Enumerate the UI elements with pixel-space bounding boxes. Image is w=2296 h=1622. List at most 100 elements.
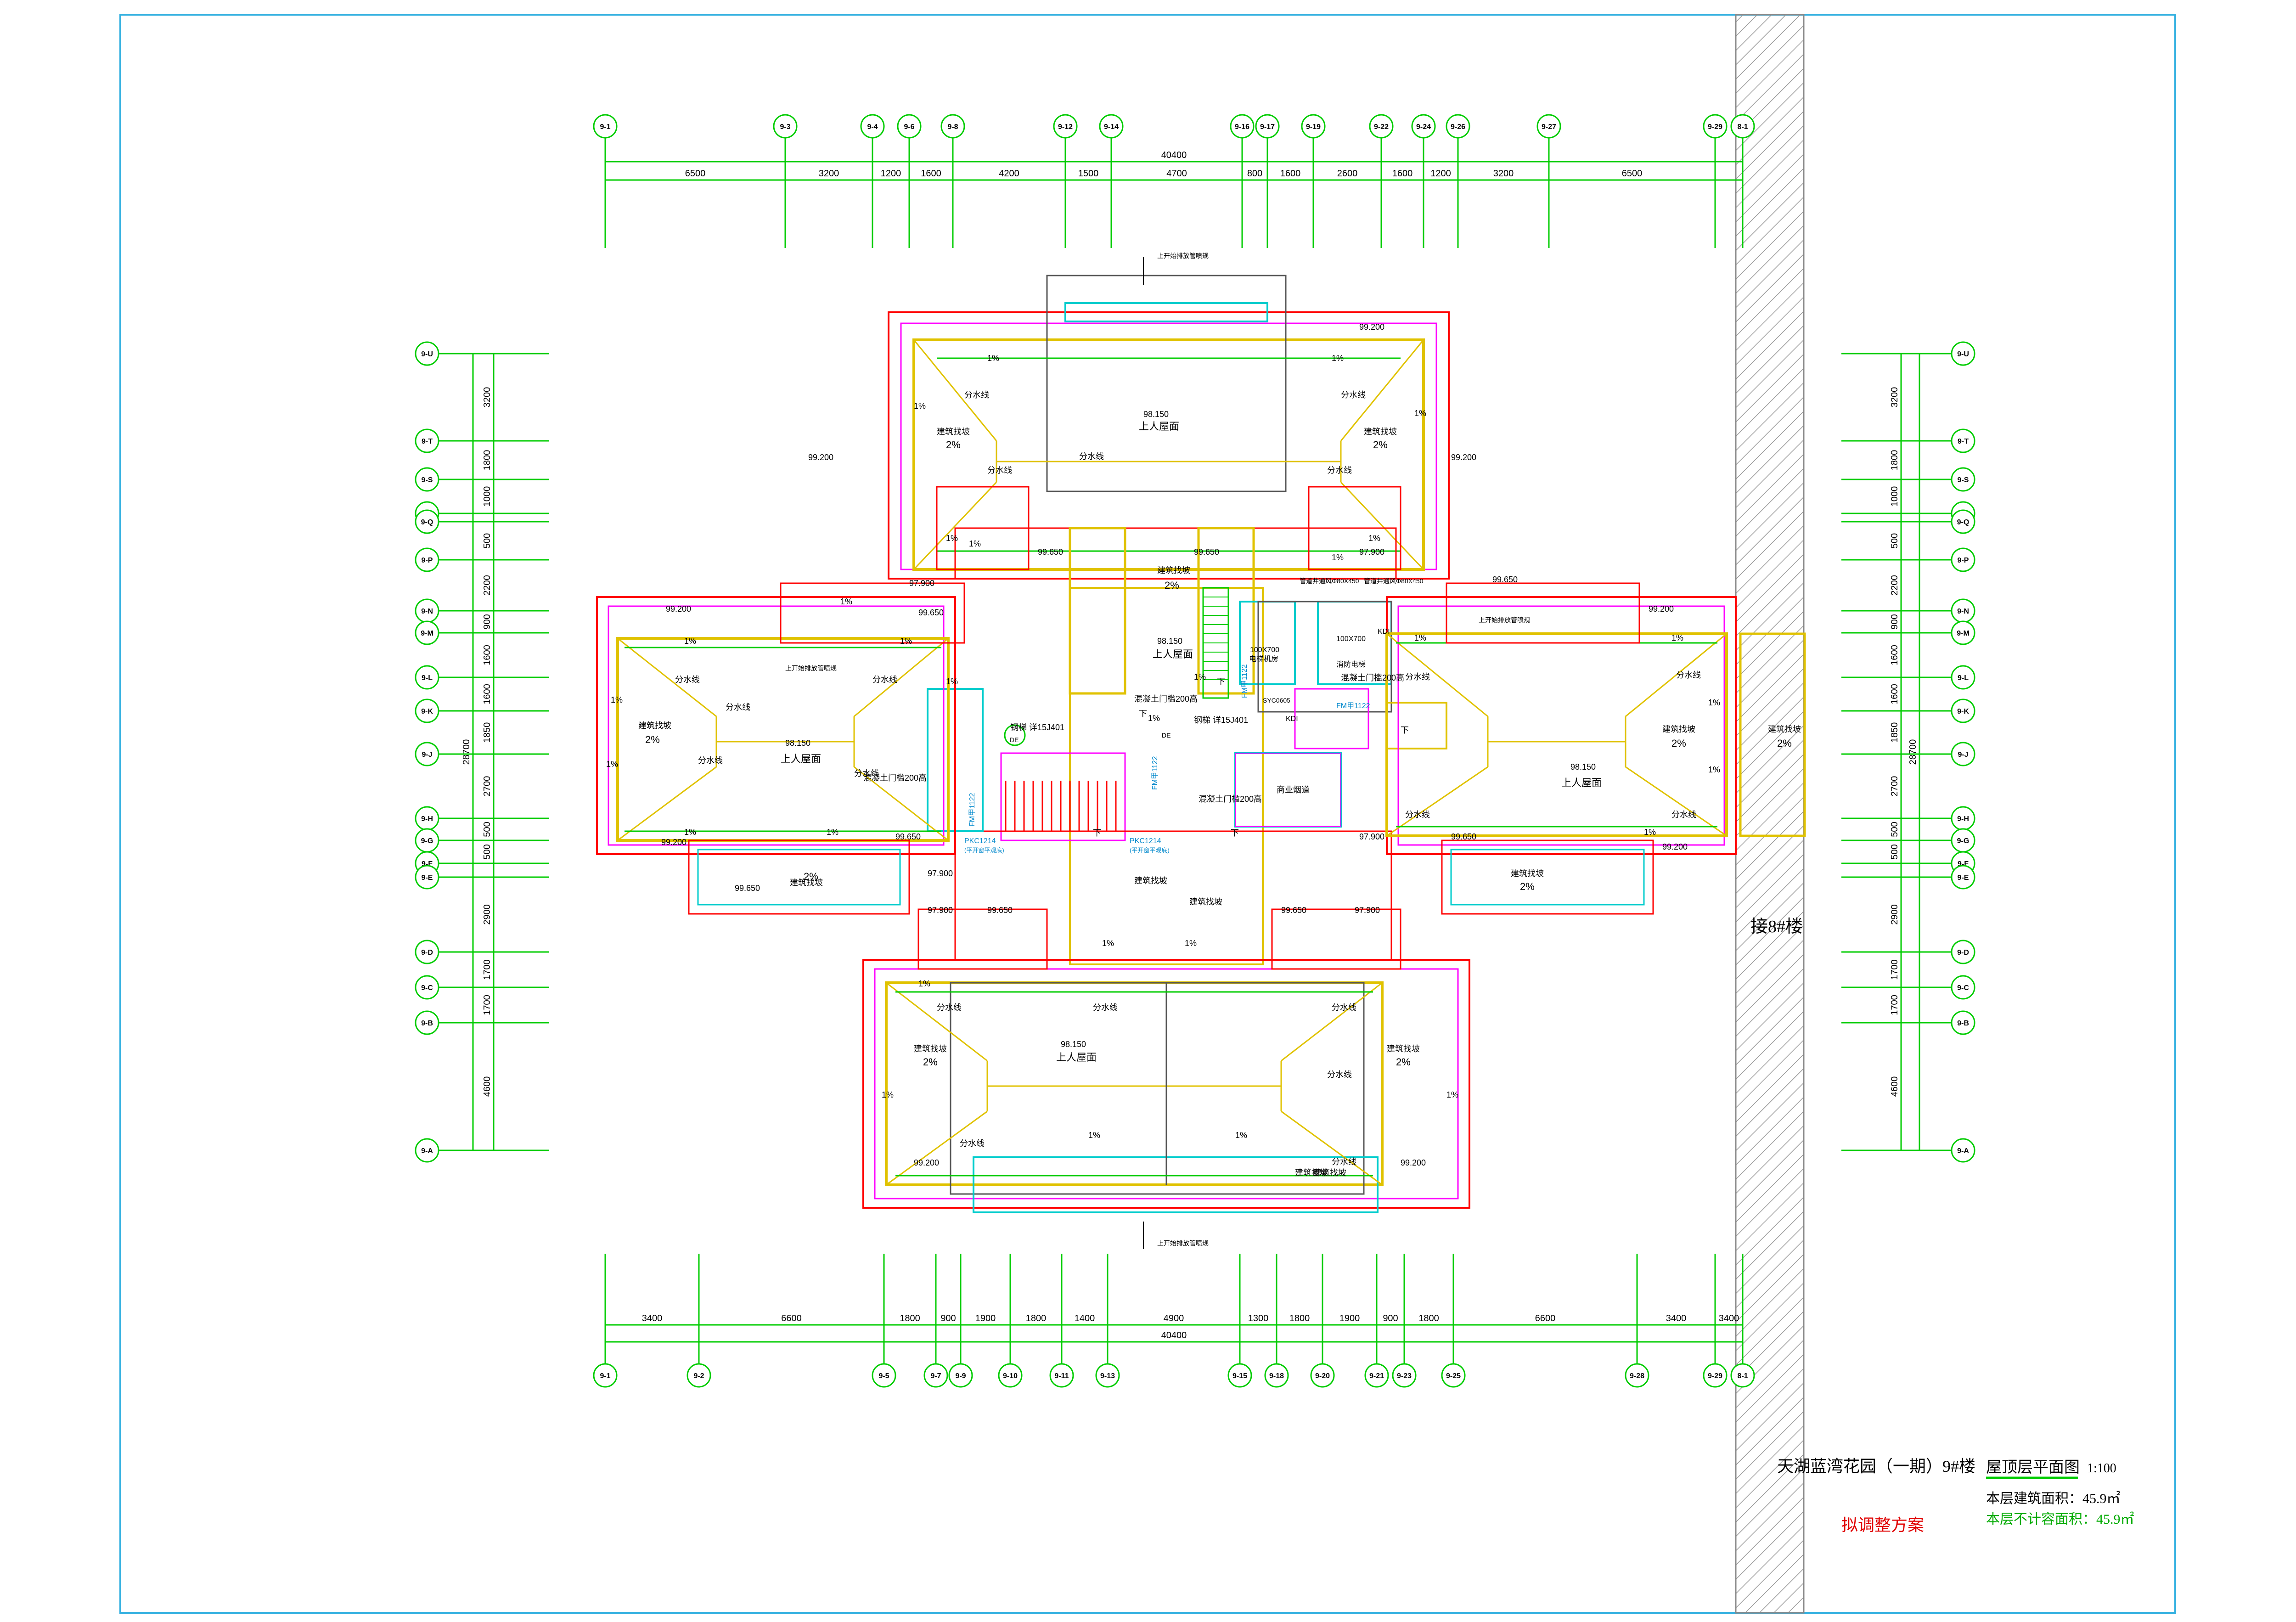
left-axis-label: 9-H bbox=[421, 815, 433, 823]
window-note-2: (平开窗平观底) bbox=[1130, 847, 1170, 854]
left-axis-bubble bbox=[415, 975, 439, 1000]
left-axis-label: 9-L bbox=[422, 674, 433, 682]
roof-elev-west: 98.150 bbox=[785, 738, 810, 748]
left-seg-dim: 1600 bbox=[482, 684, 492, 704]
bottom-seg-dim: 6600 bbox=[781, 1313, 802, 1324]
pct-22: 1% bbox=[1148, 714, 1160, 723]
vent-b: 管道井通风Φ80X450 bbox=[1364, 577, 1424, 585]
window-pkc-2: PKC1214 bbox=[1130, 837, 1161, 845]
pct-21: 1% bbox=[1644, 828, 1656, 837]
right-seg-dim: 4600 bbox=[1890, 1076, 1900, 1097]
window-note-1: (平开窗平观底) bbox=[964, 847, 1004, 854]
top-axis-bubble bbox=[940, 114, 965, 139]
top-axis-label: 9-6 bbox=[904, 123, 914, 131]
left-axis-grid: 287009-U9-T9-S9-R9-Q9-P9-N9-M9-L9-K9-J9-… bbox=[415, 341, 549, 1163]
bottom-axis-label: 9-9 bbox=[955, 1372, 966, 1380]
pct-29: 1% bbox=[1194, 672, 1206, 681]
slope-s6: 建筑找坡 bbox=[1295, 1168, 1328, 1177]
pct-23: 1% bbox=[1102, 939, 1114, 948]
left-axis-label: 9-K bbox=[421, 708, 433, 715]
slope-corev: 2% bbox=[1165, 580, 1179, 591]
right-seg-dim: 1000 bbox=[1890, 486, 1900, 507]
top-axis-label: 9-22 bbox=[1374, 123, 1389, 131]
right-axis-bubble bbox=[1951, 1138, 1975, 1163]
elev-low6: 97.900 bbox=[1355, 906, 1380, 915]
down-3: 下 bbox=[1139, 709, 1147, 718]
bottom-axis-bubble bbox=[1264, 1363, 1289, 1388]
left-axis-label: 9-M bbox=[421, 630, 433, 637]
pct-26: 1% bbox=[1235, 1131, 1247, 1140]
slope-e2v: 2% bbox=[1520, 881, 1535, 892]
bottom-seg-dim: 1900 bbox=[1339, 1313, 1360, 1324]
bottom-axis-label: 9-28 bbox=[1630, 1372, 1644, 1380]
ridge-2: 分水线 bbox=[1341, 390, 1366, 400]
top-axis-bubble bbox=[1301, 114, 1326, 139]
top-axis-bubble bbox=[1099, 114, 1124, 139]
right-axis-bubble bbox=[1951, 509, 1975, 534]
elev-b8: 99.650 bbox=[987, 906, 1013, 915]
window-pkc-1: PKC1214 bbox=[964, 837, 996, 845]
pct-19: 1% bbox=[1708, 698, 1720, 707]
elev-b1: 99.650 bbox=[1038, 547, 1063, 557]
right-axis-label: 9-M bbox=[1957, 630, 1970, 637]
left-axis-label: 9-A bbox=[421, 1147, 433, 1155]
pct-12: 1% bbox=[611, 695, 623, 704]
left-axis-bubble bbox=[415, 742, 439, 766]
bottom-axis-label: 9-15 bbox=[1232, 1372, 1247, 1380]
top-axis-label: 8-1 bbox=[1737, 123, 1748, 131]
top-axis-label: 9-17 bbox=[1260, 123, 1275, 131]
cross-ref-2: DE bbox=[1162, 732, 1171, 739]
top-axis-bubble bbox=[897, 114, 922, 139]
roof-label-east: 上人屋面 bbox=[1561, 777, 1602, 788]
top-seg-dim: 1200 bbox=[881, 169, 901, 179]
slope-s1: 建筑找坡 bbox=[914, 1044, 947, 1053]
bottom-seg-dim: 3400 bbox=[1666, 1313, 1687, 1324]
ridge-13: 分水线 bbox=[1405, 810, 1430, 819]
right-seg-dim: 2700 bbox=[1890, 776, 1900, 797]
top-axis-bubble bbox=[773, 114, 798, 139]
right-axis-label: 9-N bbox=[1957, 608, 1969, 615]
right-seg-dim: 1600 bbox=[1890, 684, 1900, 704]
left-seg-dim: 1600 bbox=[482, 645, 492, 665]
right-axis-bubble bbox=[1951, 865, 1975, 890]
ref-1: 钢梯 详15J401 bbox=[1010, 723, 1064, 732]
top-axis-label: 9-26 bbox=[1451, 123, 1465, 131]
slope-n2v: 2% bbox=[1373, 439, 1388, 451]
bottom-axis-label: 9-2 bbox=[693, 1372, 704, 1380]
left-axis-label: 9-J bbox=[422, 751, 432, 759]
slope-w2v: 2% bbox=[804, 871, 818, 882]
right-seg-dim: 3200 bbox=[1890, 387, 1900, 408]
bottom-seg-dim: 1400 bbox=[1075, 1313, 1095, 1324]
ridge-6: 分水线 bbox=[675, 675, 700, 684]
bottom-axis-bubble bbox=[593, 1363, 618, 1388]
top-axis-label: 9-27 bbox=[1542, 123, 1556, 131]
down-5: 下 bbox=[1231, 828, 1239, 838]
right-axis-grid: 287009-U9-T9-S9-R9-Q9-P9-N9-M9-L9-K9-J9-… bbox=[1841, 341, 1975, 1163]
fire-elevator: 消防电梯 bbox=[1336, 660, 1366, 669]
slope-s3: 建筑找坡 bbox=[1134, 876, 1167, 885]
ridge-10: 分水线 bbox=[726, 703, 750, 712]
bottom-axis-bubble bbox=[872, 1363, 896, 1388]
left-axis-label: 9-T bbox=[422, 438, 433, 445]
slope-e3: 建筑找坡 bbox=[1768, 725, 1801, 734]
left-seg-dim: 1800 bbox=[482, 450, 492, 471]
pct-20: 1% bbox=[1708, 765, 1720, 774]
right-axis-label: 9-C bbox=[1957, 984, 1969, 992]
top-seg-dim: 1600 bbox=[1280, 169, 1301, 179]
top-axis-bubble bbox=[1230, 114, 1255, 139]
bottom-axis-bubble bbox=[948, 1363, 973, 1388]
elev-low4: 97.900 bbox=[1359, 832, 1384, 841]
bottom-axis-bubble bbox=[1095, 1363, 1120, 1388]
bottom-axis-bubble bbox=[1364, 1363, 1389, 1388]
adjacent-building-note: 接8#楼 bbox=[1750, 917, 1803, 936]
pct-10: 1% bbox=[684, 636, 696, 646]
left-seg-dim: 500 bbox=[482, 844, 492, 859]
right-seg-dim: 1700 bbox=[1890, 995, 1900, 1015]
right-axis-bubble bbox=[1951, 1010, 1975, 1035]
bottom-seg-dim: 6600 bbox=[1535, 1313, 1556, 1324]
concrete-3: 混凝土门槛200高 bbox=[1199, 794, 1262, 804]
top-seg-dim: 4200 bbox=[999, 169, 1019, 179]
left-axis-label: 9-B bbox=[421, 1019, 433, 1027]
